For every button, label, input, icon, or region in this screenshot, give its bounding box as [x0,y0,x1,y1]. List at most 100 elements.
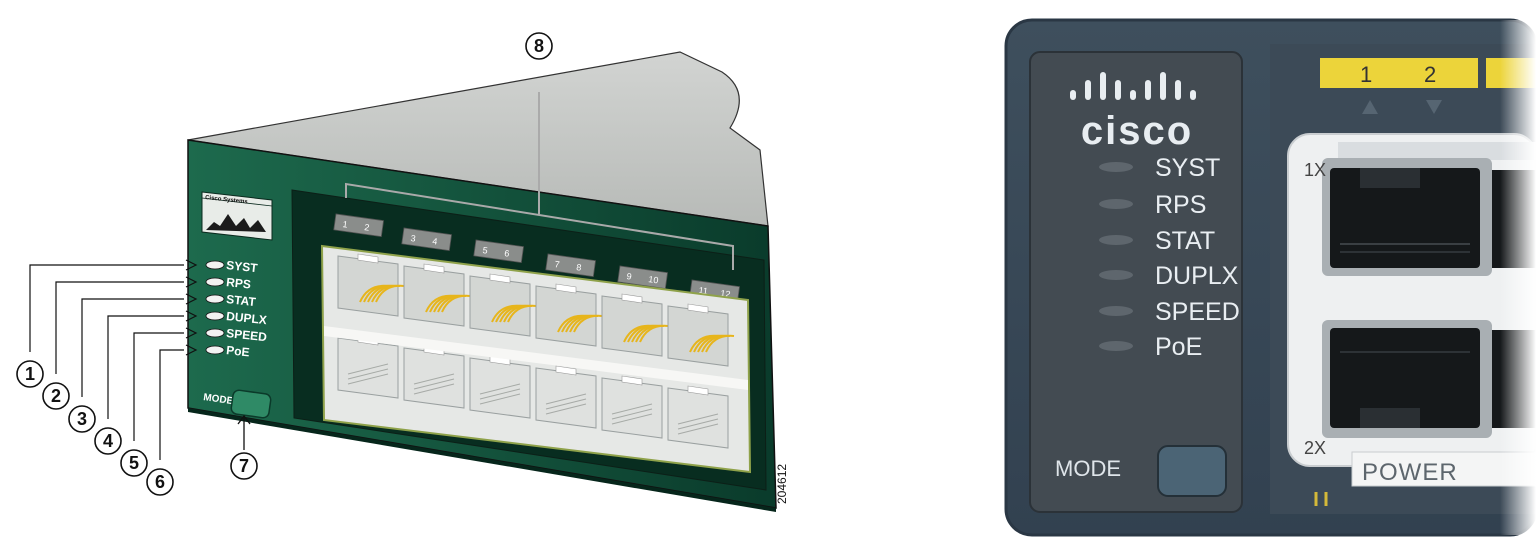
photo-mode-button[interactable] [1157,445,1227,497]
mode-button[interactable] [230,389,272,419]
port-id-2x: 2X [1304,438,1326,458]
figure-id: 204612 [775,464,789,504]
port-number: 3 [410,233,416,244]
led-label-speed: SPEED [226,326,268,344]
port-number: 12 [720,288,731,299]
rj45-port-bottom-2 [403,345,465,409]
callout-number: 3 [77,409,87,429]
leader-line-1 [29,264,184,352]
callout-leader-lines [29,264,184,460]
port-number-strip-divider [1478,58,1486,88]
led-stat-indicator [205,294,225,304]
callout-2: 2 [42,382,70,410]
port-number-2: 2 [1424,62,1436,87]
port-number: 9 [626,271,632,282]
photo-mode-label: MODE [1055,456,1121,481]
led-label-rps: RPS [226,275,252,292]
led-label-poe: PoE [226,343,251,359]
port-number: 8 [576,262,582,273]
photo-led-label-speed: SPEED [1155,298,1240,326]
callout-1: 1 [16,360,44,388]
led-pointer-6 [185,344,198,356]
led-label-syst: SYST [226,258,259,275]
callout-number: 8 [534,36,544,56]
callout-6: 6 [146,468,174,496]
callout-number: 7 [239,456,249,476]
port-2-arrow-icon [1426,100,1442,114]
rj45-port-top-4 [535,283,603,347]
port-row-divider [324,326,748,390]
led-pointer-1 [185,259,198,271]
photo-led-label-duplx: DUPLX [1155,262,1239,290]
callout-number: 4 [103,431,113,451]
leader-line-6 [159,349,184,460]
rj45-port-top-5 [601,293,669,357]
rj45-port-bottom-1 [337,335,399,399]
callout-number: 6 [155,472,165,492]
port-number: 2 [364,222,370,233]
port-1-arrow-icon [1362,100,1378,114]
rj45-port-array [320,244,752,474]
rj45-port-top-3 [469,273,537,337]
photo-led-syst [1099,162,1133,172]
led-syst-indicator [205,260,225,270]
led-pointer-3 [185,293,198,305]
rj45-port-bottom-3 [469,355,531,419]
port-cage-top-notch [1338,142,1536,160]
callout-5: 5 [120,449,148,477]
led-pointer-4 [185,310,198,322]
callout-4: 4 [94,427,122,455]
cisco-logo-icon [1070,72,1196,100]
port-number: 1 [342,219,348,230]
led-poe-indicator [205,345,225,355]
switch-photo: cisco SYST RPS STAT DUPLX SPEED PoE MODE 1 2 [1004,18,1536,537]
port-number-1: 1 [1360,62,1372,87]
rj45-port-top-6 [667,303,735,367]
status-led-marks [1314,492,1328,506]
power-label: POWER [1362,459,1458,486]
port-number: 5 [482,245,488,256]
rj45-port-bottom-6 [667,385,729,449]
photo-led-label-syst: SYST [1155,154,1220,182]
callout-number: 1 [25,364,35,384]
led-speed-indicator [205,328,225,338]
photo-fade-edge [1500,20,1536,535]
callout-8: 8 [525,32,553,60]
photo-led-label-stat: STAT [1155,227,1215,255]
photo-led-label-poe: PoE [1155,333,1202,361]
leader-line-3 [81,298,184,397]
callout-7-arrow [237,414,251,450]
photo-led-speed [1099,306,1133,316]
port-number: 7 [554,259,560,270]
leader-line-5 [133,332,184,441]
led-pointer-2 [185,276,198,288]
chassis-top-surface [187,51,769,227]
port-number: 6 [504,248,510,259]
cisco-wordmark: cisco [1081,109,1193,153]
rj45-port-top-2 [403,263,471,327]
rj45-port-bottom-5 [601,375,663,439]
cisco-systems-logo: Cisco Systems [201,191,273,241]
mode-label: MODE [203,392,235,407]
led-duplx-indicator [205,311,225,321]
leader-line-4 [107,315,184,419]
photo-led-label-rps: RPS [1155,191,1206,219]
led-label-duplx: DUPLX [226,309,268,327]
port-number: 4 [432,236,438,247]
callout-7: 7 [230,452,258,480]
photo-led-indicators: SYST RPS STAT DUPLX SPEED PoE [1099,154,1240,361]
led-module [1029,51,1243,513]
photo-led-poe [1099,341,1133,351]
photo-led-rps [1099,199,1133,209]
callout-3: 3 [68,405,96,433]
photo-led-stat [1099,235,1133,245]
leader-line-2 [55,281,184,374]
callout-8-bracket [345,92,734,270]
